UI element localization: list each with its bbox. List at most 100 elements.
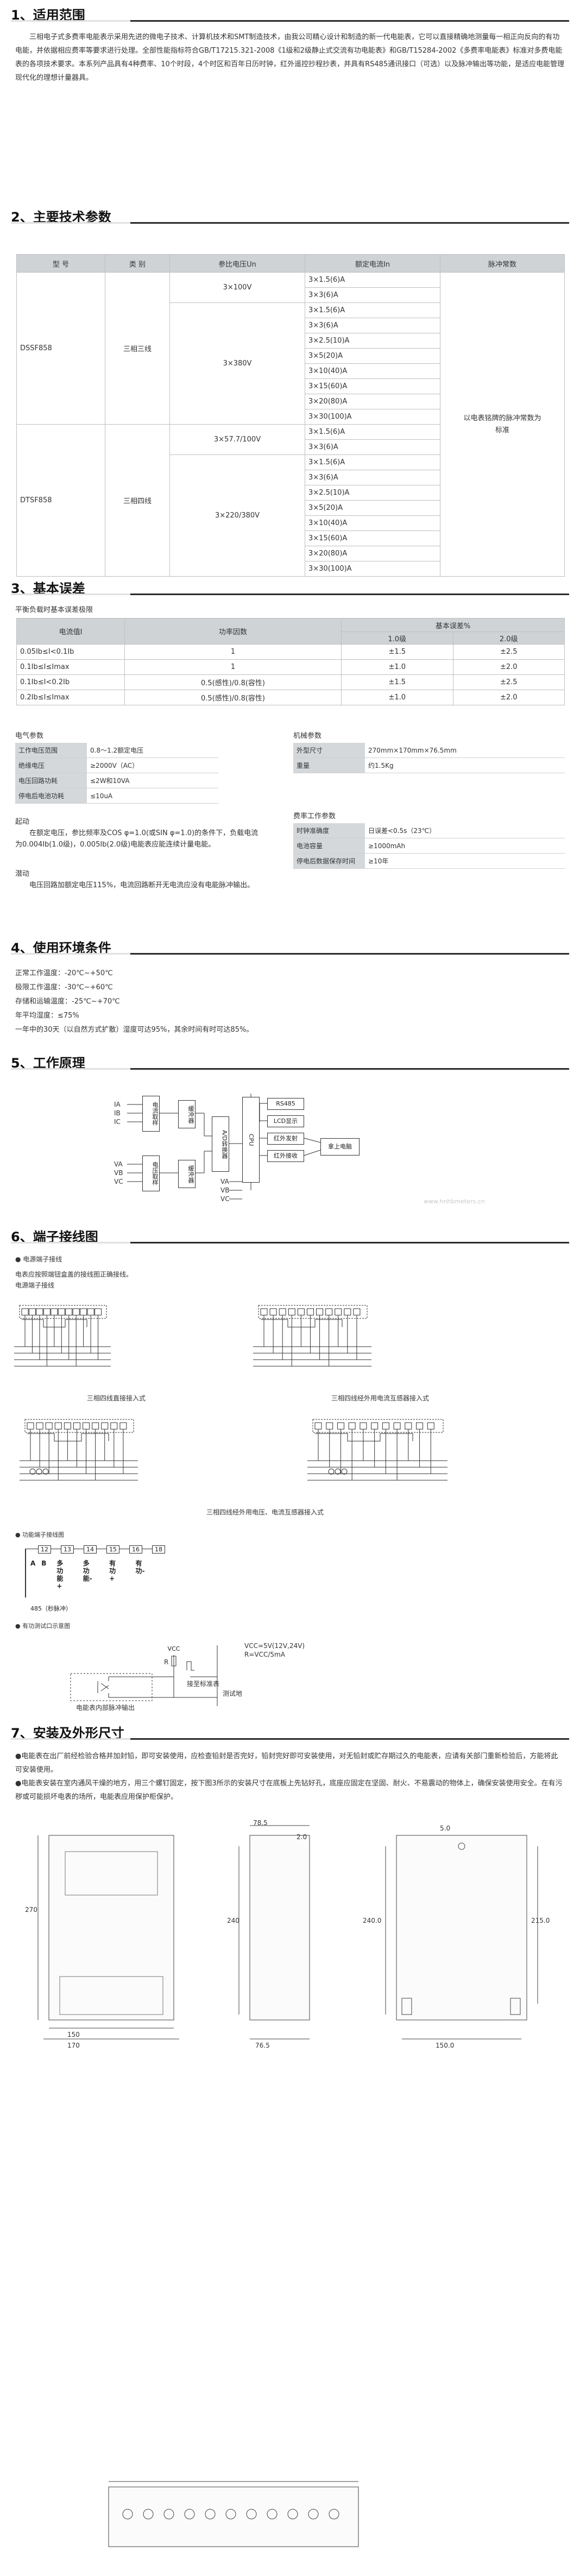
terminal-box bbox=[28, 1308, 36, 1316]
meter-outline bbox=[312, 1419, 444, 1433]
error-cell: 0.2Ib≤I≤Imax bbox=[16, 690, 125, 705]
terminal-box bbox=[36, 1308, 43, 1316]
side-view-body bbox=[249, 1835, 310, 2021]
rs485-block: RS485 bbox=[267, 1098, 304, 1110]
terminal-box bbox=[405, 1422, 412, 1430]
env-line: 一年中的30天（以自然方式扩散）湿度可达95%，其余时间有时可达85%。 bbox=[15, 1026, 254, 1034]
terminal-box bbox=[269, 1308, 277, 1316]
elec-key: 电压回路功耗 bbox=[15, 773, 87, 788]
section-rule bbox=[11, 222, 569, 224]
terminal-screw bbox=[163, 2509, 174, 2520]
col-header: 功率因数 bbox=[124, 618, 342, 645]
terminal-box bbox=[348, 1422, 356, 1430]
rate-table: 时钟准确度日误差<0.5s（23℃） 电池容量≥1000mAh 停电后数据保存时… bbox=[293, 823, 565, 869]
caption-pt-ct: 三相四线经外用电压、电流互感器接入式 bbox=[206, 1508, 324, 1516]
resistor-label: R bbox=[164, 1658, 169, 1666]
adc-block: A/D转换器 bbox=[212, 1116, 229, 1172]
terminal-box bbox=[36, 1422, 43, 1430]
section-1-header: 1、适用范围 bbox=[11, 3, 569, 23]
func-label: 有功+ bbox=[109, 1560, 116, 1582]
error-cell: 1 bbox=[124, 659, 342, 675]
dim-width-150: 150 bbox=[67, 2031, 80, 2038]
terminal-box bbox=[316, 1308, 324, 1316]
buffer-block: 缓冲器 bbox=[178, 1100, 196, 1128]
mount-hole bbox=[458, 1842, 465, 1850]
terminal-number: 15 bbox=[106, 1545, 119, 1554]
dim-height-240: 240 bbox=[227, 1917, 239, 1924]
section-2-header: 2、主要技术参数 bbox=[11, 205, 569, 225]
func-label: A bbox=[30, 1560, 36, 1567]
block-diagram-wires bbox=[127, 1094, 321, 1199]
back-view-body bbox=[396, 1835, 527, 2021]
terminal-box bbox=[416, 1422, 424, 1430]
rate-val: 日误差<0.5s（23℃） bbox=[365, 823, 565, 838]
computer-block: 拿上电脑 bbox=[320, 1138, 360, 1156]
elec-title: 电气参数 bbox=[15, 732, 44, 740]
terminal-screw bbox=[225, 2509, 236, 2520]
elec-key: 绝缘电压 bbox=[15, 757, 87, 773]
meter-outline bbox=[24, 1419, 134, 1433]
power-wiring-title: ● 电源端子接线 bbox=[15, 1255, 62, 1263]
rate-key: 时钟准确度 bbox=[293, 823, 365, 838]
voltage-inputs: VA VB VC bbox=[114, 1160, 123, 1186]
terminal-number: 16 bbox=[129, 1545, 142, 1554]
terminal-box bbox=[58, 1308, 65, 1316]
current-cell: 3×10(40)A bbox=[305, 363, 440, 379]
rate-val: ≥10年 bbox=[365, 853, 565, 869]
terminal-number: 13 bbox=[61, 1545, 74, 1554]
terminal-box bbox=[119, 1422, 127, 1430]
terminal-box bbox=[94, 1308, 102, 1316]
col-header: 参比电压Un bbox=[169, 254, 305, 273]
voltage-sample-block: 电压取样 bbox=[142, 1156, 160, 1191]
terminal-number: 14 bbox=[84, 1545, 97, 1554]
dim-height: 270 bbox=[25, 1906, 37, 1914]
vcc-spec: VCC=5V(12V,24V) bbox=[244, 1642, 305, 1650]
col-header: 型 号 bbox=[16, 254, 105, 273]
category-cell: 三相三线 bbox=[105, 272, 170, 425]
mount-slot bbox=[510, 1998, 521, 2015]
dim-depth-785: 78.5 bbox=[253, 1819, 268, 1827]
caption-ct: 三相四线经外用电流互感器接入式 bbox=[331, 1394, 430, 1402]
error-cell: 0.1Ib≤I<0.2Ib bbox=[16, 674, 125, 690]
rate-val: ≥1000mAh bbox=[365, 838, 565, 854]
error-cell: ±2.0 bbox=[452, 659, 565, 675]
current-cell: 3×15(60)A bbox=[305, 531, 440, 546]
section-7-header: 7、安装及外形尺寸 bbox=[11, 1721, 569, 1741]
voltage-cell: 3×220/380V bbox=[169, 454, 305, 577]
current-cell: 3×1.5(6)A bbox=[305, 454, 440, 470]
dimension-drawings bbox=[37, 1825, 538, 2547]
current-cell: 3×20(80)A bbox=[305, 394, 440, 409]
current-cell: 3×3(6)A bbox=[305, 318, 440, 333]
coil-path bbox=[261, 1319, 343, 1328]
error-cell: ±2.5 bbox=[452, 644, 565, 660]
rate-key: 电池容量 bbox=[293, 838, 365, 854]
section-rule bbox=[11, 594, 569, 595]
current-cell: 3×15(60)A bbox=[305, 378, 440, 394]
error-cell: ±1.0 bbox=[341, 690, 453, 705]
input-label: VC bbox=[114, 1178, 123, 1185]
power-wiring-desc: 电表应按照端钮盒盖的接线图正确接线。 bbox=[15, 1271, 133, 1278]
current-cell: 3×10(40)A bbox=[305, 515, 440, 531]
error-cell: ±2.5 bbox=[452, 674, 565, 690]
terminal-box bbox=[27, 1422, 34, 1430]
mech-val: 约1.5Kg bbox=[365, 757, 565, 773]
pulse-cell: 以电表铭牌的脉冲常数为标准 bbox=[440, 272, 565, 577]
transformer-coil bbox=[341, 1468, 348, 1475]
elec-key: 工作电压范围 bbox=[15, 743, 87, 758]
tech-param-table: 型 号 类 别 参比电压Un 额定电流In 脉冲常数 DSSF858 三相三线 … bbox=[16, 254, 565, 577]
input-label: VB bbox=[114, 1169, 123, 1177]
dim-width-1500: 150.0 bbox=[436, 2042, 455, 2049]
terminal-box bbox=[306, 1308, 314, 1316]
func-label: 多功能- bbox=[83, 1560, 92, 1582]
input-label: IB bbox=[114, 1109, 121, 1117]
transformer-coil bbox=[36, 1468, 42, 1475]
terminal-box bbox=[43, 1308, 51, 1316]
input-label: VC bbox=[220, 1195, 230, 1203]
buffer-block: 缓冲器 bbox=[178, 1160, 196, 1188]
input-label: IC bbox=[114, 1118, 121, 1126]
cpu-block: CPU bbox=[242, 1097, 260, 1183]
inner-pulse-label: 电能表内部脉冲输出 bbox=[76, 1704, 135, 1712]
